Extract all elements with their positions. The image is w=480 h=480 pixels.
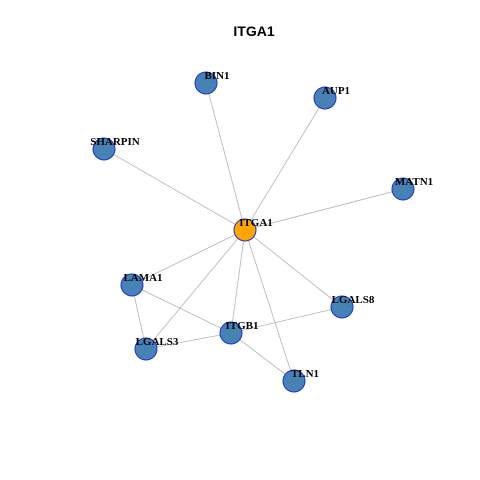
node-lgals3: LGALS3 <box>134 336 179 361</box>
node-circle-tln1 <box>282 369 306 393</box>
node-lama1: LAMA1 <box>120 272 163 297</box>
edge-itga1-lgals8 <box>244 229 343 308</box>
node-aup1: AUP1 <box>313 85 350 110</box>
node-label-itga1: ITGA1 <box>239 217 273 229</box>
node-label-aup1: AUP1 <box>322 85 350 97</box>
node-circle-lama1 <box>120 273 144 297</box>
node-itgb1: ITGB1 <box>219 320 259 345</box>
node-circle-lgals3 <box>134 337 158 361</box>
edge-itga1-bin1 <box>205 82 246 231</box>
node-circle-itgb1 <box>219 321 243 345</box>
node-circle-bin1 <box>194 71 218 95</box>
node-itga1: ITGA1 <box>233 217 273 242</box>
edge-itga1-matn1 <box>244 188 404 231</box>
node-bin1: BIN1 <box>194 70 230 95</box>
edge-lama1-itgb1 <box>131 284 232 334</box>
node-circle-matn1 <box>391 177 415 201</box>
edge-itga1-lgals3 <box>145 229 246 350</box>
node-circle-lgals8 <box>330 295 354 319</box>
node-label-lgals3: LGALS3 <box>136 336 179 348</box>
node-label-lama1: LAMA1 <box>123 272 162 284</box>
edge-itga1-itgb1 <box>230 229 246 334</box>
node-label-matn1: MATN1 <box>395 176 433 188</box>
node-circle-sharpin <box>92 137 116 161</box>
edge-itga1-aup1 <box>244 97 326 231</box>
edge-lgals3-itgb1 <box>145 332 232 350</box>
diagram-title: ITGA1 <box>233 23 274 39</box>
node-label-bin1: BIN1 <box>204 70 229 82</box>
edge-itgb1-tln1 <box>230 332 295 382</box>
node-tln1: TLN1 <box>282 368 319 393</box>
edge-itga1-sharpin <box>103 148 246 231</box>
node-lgals8: LGALS8 <box>330 294 375 319</box>
edge-itgb1-lgals8 <box>230 306 343 334</box>
node-label-itgb1: ITGB1 <box>225 320 258 332</box>
node-circle-aup1 <box>313 86 337 110</box>
node-label-tln1: TLN1 <box>291 368 319 380</box>
node-sharpin: SHARPIN <box>90 136 140 161</box>
node-label-lgals8: LGALS8 <box>332 294 375 306</box>
node-matn1: MATN1 <box>391 176 433 201</box>
edge-itga1-lama1 <box>131 229 246 286</box>
node-label-sharpin: SHARPIN <box>90 136 140 148</box>
edge-itga1-tln1 <box>244 229 295 382</box>
node-circle-itga1 <box>233 218 257 242</box>
